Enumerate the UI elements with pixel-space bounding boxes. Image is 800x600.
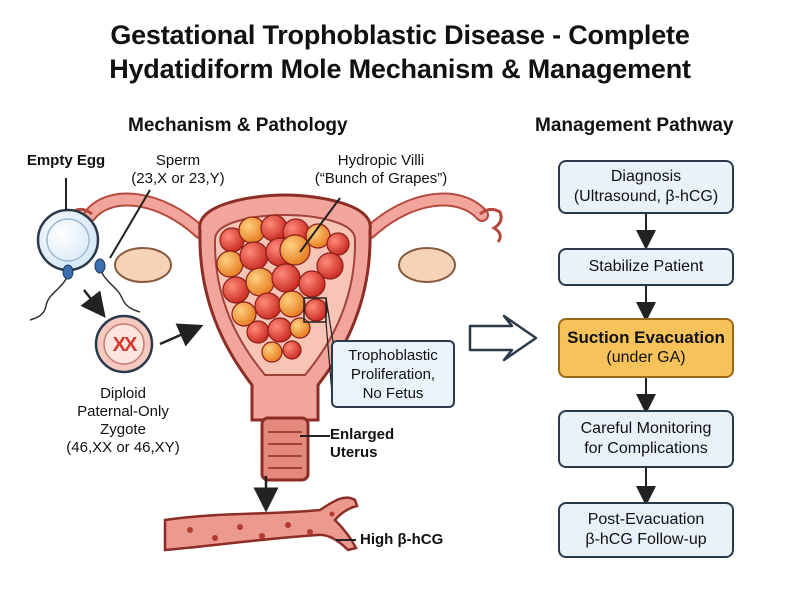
zygote-line-1: Diploid	[100, 385, 146, 402]
uterus-line-1: Enlarged	[330, 426, 395, 443]
step-monitoring: Careful Monitoring for Complications	[558, 410, 734, 468]
zygote-label: Diploid Paternal-Only Zygote (46,XX or 4…	[48, 385, 198, 457]
step-stabilize: Stabilize Patient	[558, 248, 734, 286]
step-follow-up: Post-Evacuation β-hCG Follow-up	[558, 502, 734, 558]
blood-vessel-icon	[163, 496, 359, 552]
step-diagnosis-line-2: (Ultrasound, β-hCG)	[573, 188, 719, 205]
villi-title: Hydropic Villi	[337, 152, 425, 169]
villi-desc: (“Bunch of Grapes”)	[314, 170, 448, 187]
step-suction-evacuation: Suction Evacuation (under GA)	[558, 318, 734, 378]
right-ovary	[398, 247, 456, 283]
step-diagnosis-line-1: Diagnosis	[610, 168, 682, 185]
step-follow-up-line-1: Post-Evacuation	[587, 511, 705, 528]
villi-pointer	[299, 197, 341, 253]
step-diagnosis: Diagnosis (Ultrasound, β-hCG)	[558, 160, 734, 214]
management-heading: Management Pathway	[535, 115, 734, 136]
step-suction-line-1: Suction Evacuation	[567, 328, 725, 347]
uterus-line-2: Uterus	[330, 444, 378, 461]
sperm-title: Sperm	[155, 152, 201, 169]
chromosome-icon: XX	[104, 334, 144, 356]
title-line-2: Hydatidiform Mole Mechanism & Management	[109, 54, 691, 84]
callout-line-1: Trophoblastic	[348, 347, 438, 364]
zoom-box	[303, 297, 327, 323]
trophoblastic-callout: Trophoblastic Proliferation, No Fetus	[331, 340, 455, 408]
uterus-label: Enlarged Uterus	[330, 426, 420, 462]
sperm-label: Sperm (23,X or 23,Y)	[118, 152, 238, 188]
title-line-1: Gestational Trophoblastic Disease - Comp…	[110, 20, 690, 50]
left-ovary	[114, 247, 172, 283]
grape-cluster	[216, 214, 350, 363]
step-monitoring-line-2: for Complications	[584, 440, 708, 457]
callout-line-2: Proliferation,	[350, 366, 436, 383]
zygote-karyotype: (46,XX or 46,XY)	[66, 439, 180, 456]
empty-egg-label: Empty Egg	[26, 152, 106, 169]
zygote-line-3: Zygote	[100, 421, 146, 438]
villi-label: Hydropic Villi (“Bunch of Grapes”)	[296, 152, 466, 188]
step-follow-up-line-2: β-hCG Follow-up	[585, 531, 707, 548]
zygote-line-2: Paternal-Only	[77, 403, 169, 420]
mechanism-heading: Mechanism & Pathology	[128, 115, 348, 136]
step-monitoring-line-1: Careful Monitoring	[580, 420, 712, 437]
hcg-label: High β-hCG	[360, 531, 444, 548]
step-stabilize-line-1: Stabilize Patient	[588, 258, 704, 275]
cervix	[260, 416, 310, 482]
callout-line-3: No Fetus	[362, 385, 424, 402]
chromosome-label: XX	[112, 334, 138, 356]
sperm-karyotype: (23,X or 23,Y)	[131, 170, 225, 187]
flow-arrow-icon	[468, 314, 538, 362]
page-title: Gestational Trophoblastic Disease - Comp…	[0, 18, 800, 86]
sperm-icon	[29, 189, 151, 321]
step-suction-line-2: (under GA)	[606, 349, 686, 366]
